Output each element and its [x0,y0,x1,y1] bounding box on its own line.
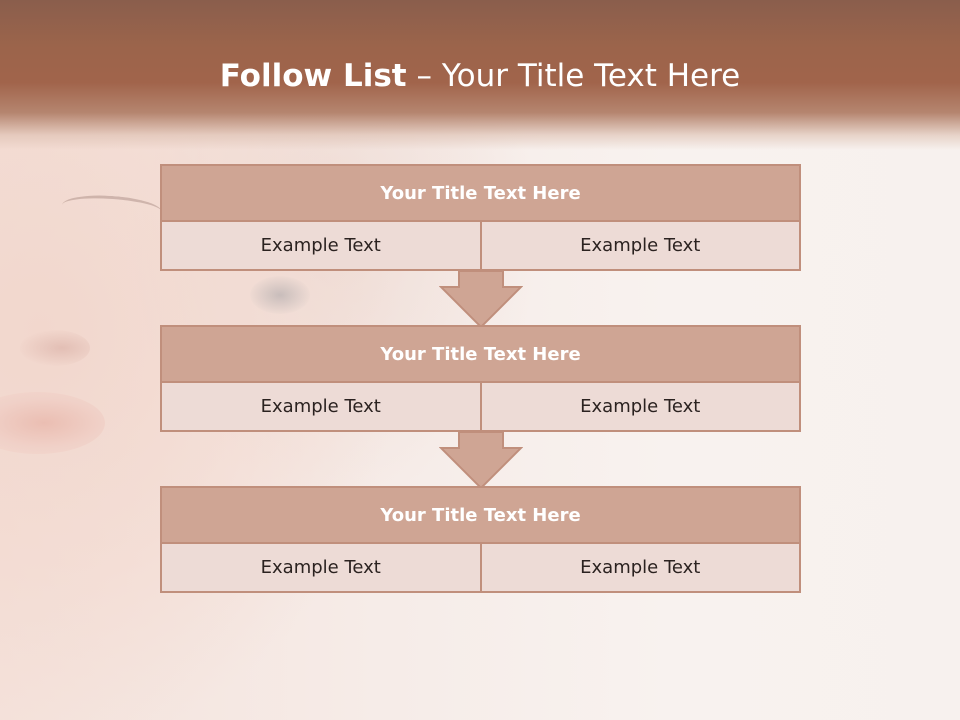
background-nose [20,330,90,366]
flow-step-right-text: Example Text [479,222,799,269]
flow-step-3: Your Title Text Here Example Text Exampl… [160,486,801,593]
flow-step-title: Your Title Text Here [162,327,799,383]
down-arrow-icon [439,432,523,490]
flow-step-left-text: Example Text [162,544,480,591]
flow-step-right-text: Example Text [479,383,799,430]
flow-step-title: Your Title Text Here [162,488,799,544]
background-lips [0,392,105,454]
background-eyelash [61,192,163,225]
flow-step-left-text: Example Text [162,222,480,269]
flow-step-right-text: Example Text [479,544,799,591]
header-band [0,0,960,150]
flow-step-title: Your Title Text Here [162,166,799,222]
flow-step-left-text: Example Text [162,383,480,430]
background-hair [250,276,310,314]
flow-step-1: Your Title Text Here Example Text Exampl… [160,164,801,271]
slide-title-bold: Follow List [219,58,407,94]
flow-step-2: Your Title Text Here Example Text Exampl… [160,325,801,432]
down-arrow-icon [439,271,523,329]
slide-title: Follow List – Your Title Text Here [0,58,960,94]
slide-title-rest: – Your Title Text Here [406,58,741,94]
